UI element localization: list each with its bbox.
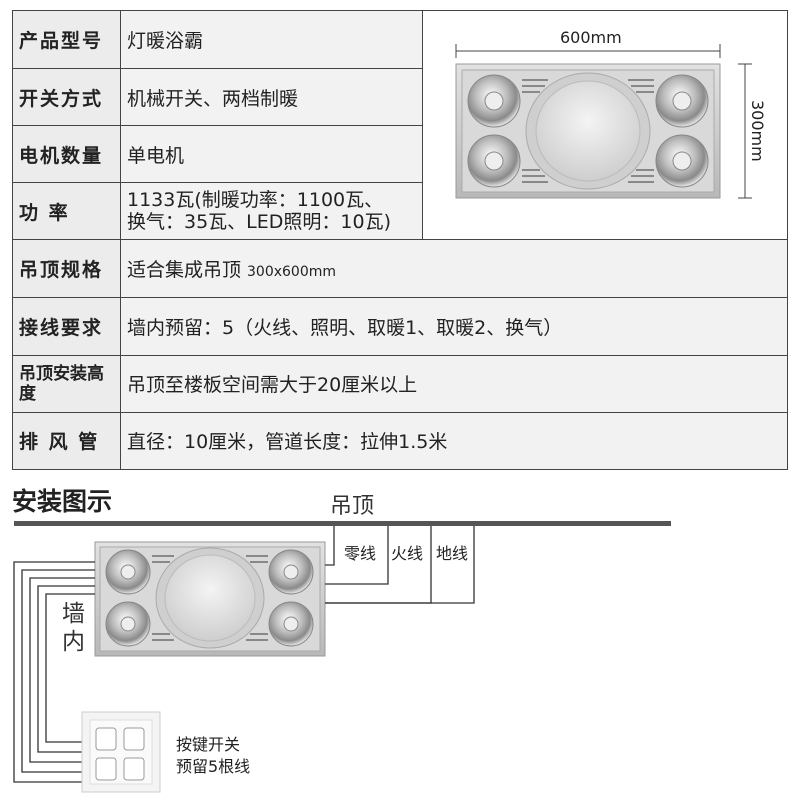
switch-label-line2: 预留5根线: [176, 757, 251, 776]
wall-label: 墙内: [62, 600, 88, 656]
power-value-line1: 1133瓦(制暖功率：1100瓦、: [127, 189, 384, 212]
ground-wire-label: 地线: [436, 544, 469, 563]
wall-label-text: 墙内: [62, 601, 85, 655]
height-label: 吊顶安装高度: [12, 354, 121, 413]
ceiling-spec-text: 适合集成吊顶: [127, 259, 242, 281]
ceiling-line: [14, 521, 671, 526]
switch-drawing: [81, 711, 161, 793]
neutral-wire-label: 零线: [344, 544, 377, 563]
power-value-line2: 换气：35瓦、LED照明：10瓦): [127, 211, 391, 234]
duct-value: 直径：10厘米，管道长度：拉伸1.5米: [120, 411, 788, 471]
height-dimension: 300mm: [748, 100, 767, 162]
ceiling-spec-size: 300x600mm: [247, 264, 337, 280]
model-label: 产品型号: [12, 9, 121, 70]
ceiling-wires: [325, 526, 475, 604]
ceiling-spec-label: 吊顶规格: [12, 239, 121, 298]
install-title: 安装图示: [12, 487, 113, 516]
power-label: 功 率: [12, 182, 121, 241]
height-value: 吊顶至楼板空间需大于20厘米以上: [120, 354, 788, 413]
wall-wires: [13, 561, 95, 783]
switch-label-line1: 按键开关: [176, 735, 241, 754]
switch-label: 按键开关 预留5根线: [176, 734, 250, 778]
duct-label: 排 风 管: [12, 411, 121, 471]
width-dimension: 600mm: [560, 28, 622, 47]
live-wire-label: 火线: [391, 544, 424, 563]
switch-value: 机械开关、两档制暖: [120, 68, 423, 127]
wiring-label: 接线要求: [12, 296, 121, 356]
motor-value: 单电机: [120, 125, 423, 184]
install-product-drawing: [94, 541, 326, 657]
ceiling-spec-value: 适合集成吊顶 300x600mm: [120, 239, 788, 298]
ceiling-label: 吊顶: [330, 494, 375, 519]
wiring-value: 墙内预留：5（火线、照明、取暖1、取暖2、换气）: [120, 296, 788, 356]
top-product-drawing: [455, 44, 752, 199]
switch-label: 开关方式: [12, 68, 121, 127]
power-value: 1133瓦(制暖功率：1100瓦、 换气：35瓦、LED照明：10瓦): [120, 182, 423, 241]
